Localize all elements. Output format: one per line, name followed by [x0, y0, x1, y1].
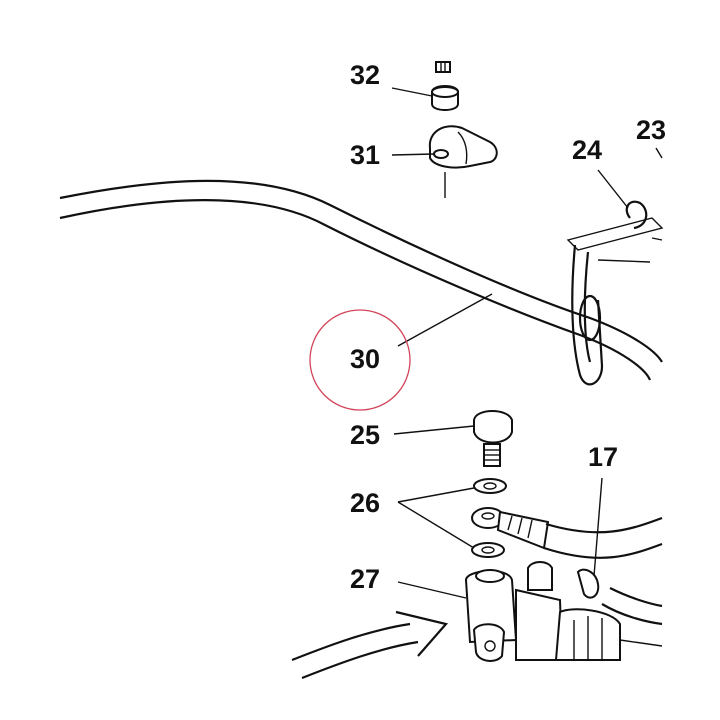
cap-part: [431, 61, 459, 111]
clamp-part: [428, 125, 498, 198]
washers: [471, 478, 507, 558]
callout-labels: 32 31 24 23 30 25 26 17 27: [350, 60, 666, 594]
callout-30: 30: [350, 344, 380, 374]
callout-27: 27: [350, 564, 380, 594]
banjo-fitting-hose: [471, 507, 663, 559]
banjo-bolt: [473, 410, 513, 467]
callout-23: 23: [636, 115, 666, 145]
callout-17: 17: [588, 442, 618, 472]
pipe-clip-bracket: [566, 200, 664, 386]
callout-25: 25: [350, 420, 380, 450]
callout-32: 32: [350, 60, 380, 90]
leader-lines: [391, 87, 663, 599]
callout-24: 24: [572, 135, 602, 165]
callout-26: 26: [350, 488, 380, 518]
brake-pipe: [59, 179, 663, 381]
highlight-circle: [309, 309, 411, 411]
direction-arrow: [291, 610, 449, 680]
small-clip: [576, 568, 663, 626]
master-cylinder: [464, 561, 663, 662]
callout-31: 31: [350, 140, 380, 170]
